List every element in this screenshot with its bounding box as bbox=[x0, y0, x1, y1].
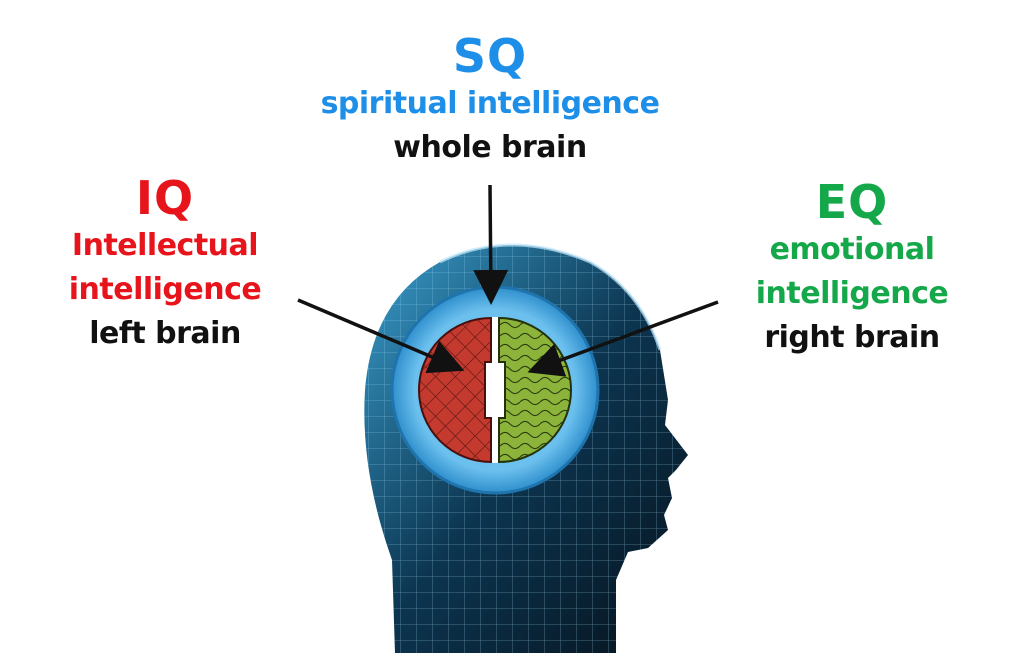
iq-arrow bbox=[297, 298, 465, 374]
iq-name-line2: intelligence bbox=[68, 272, 262, 307]
eq-arrow bbox=[527, 300, 719, 377]
sq-name: spiritual intelligence bbox=[320, 86, 660, 121]
iq-label-group: IQ Intellectual intelligence left brain bbox=[55, 172, 275, 356]
eq-title: EQ bbox=[815, 175, 889, 229]
iq-title: IQ bbox=[135, 171, 195, 225]
iq-region: left brain bbox=[89, 316, 241, 351]
eq-region: right brain bbox=[764, 320, 940, 355]
sq-arrow bbox=[473, 184, 509, 305]
sq-label-group: SQ spiritual intelligence whole brain bbox=[315, 30, 665, 170]
eq-name-line2: intelligence bbox=[755, 276, 949, 311]
eq-label-group: EQ emotional intelligence right brain bbox=[742, 176, 962, 360]
sq-title: SQ bbox=[452, 29, 528, 83]
iq-name-line1: Intellectual bbox=[71, 228, 259, 263]
eq-name-line1: emotional bbox=[769, 232, 935, 267]
sq-region: whole brain bbox=[393, 130, 587, 165]
